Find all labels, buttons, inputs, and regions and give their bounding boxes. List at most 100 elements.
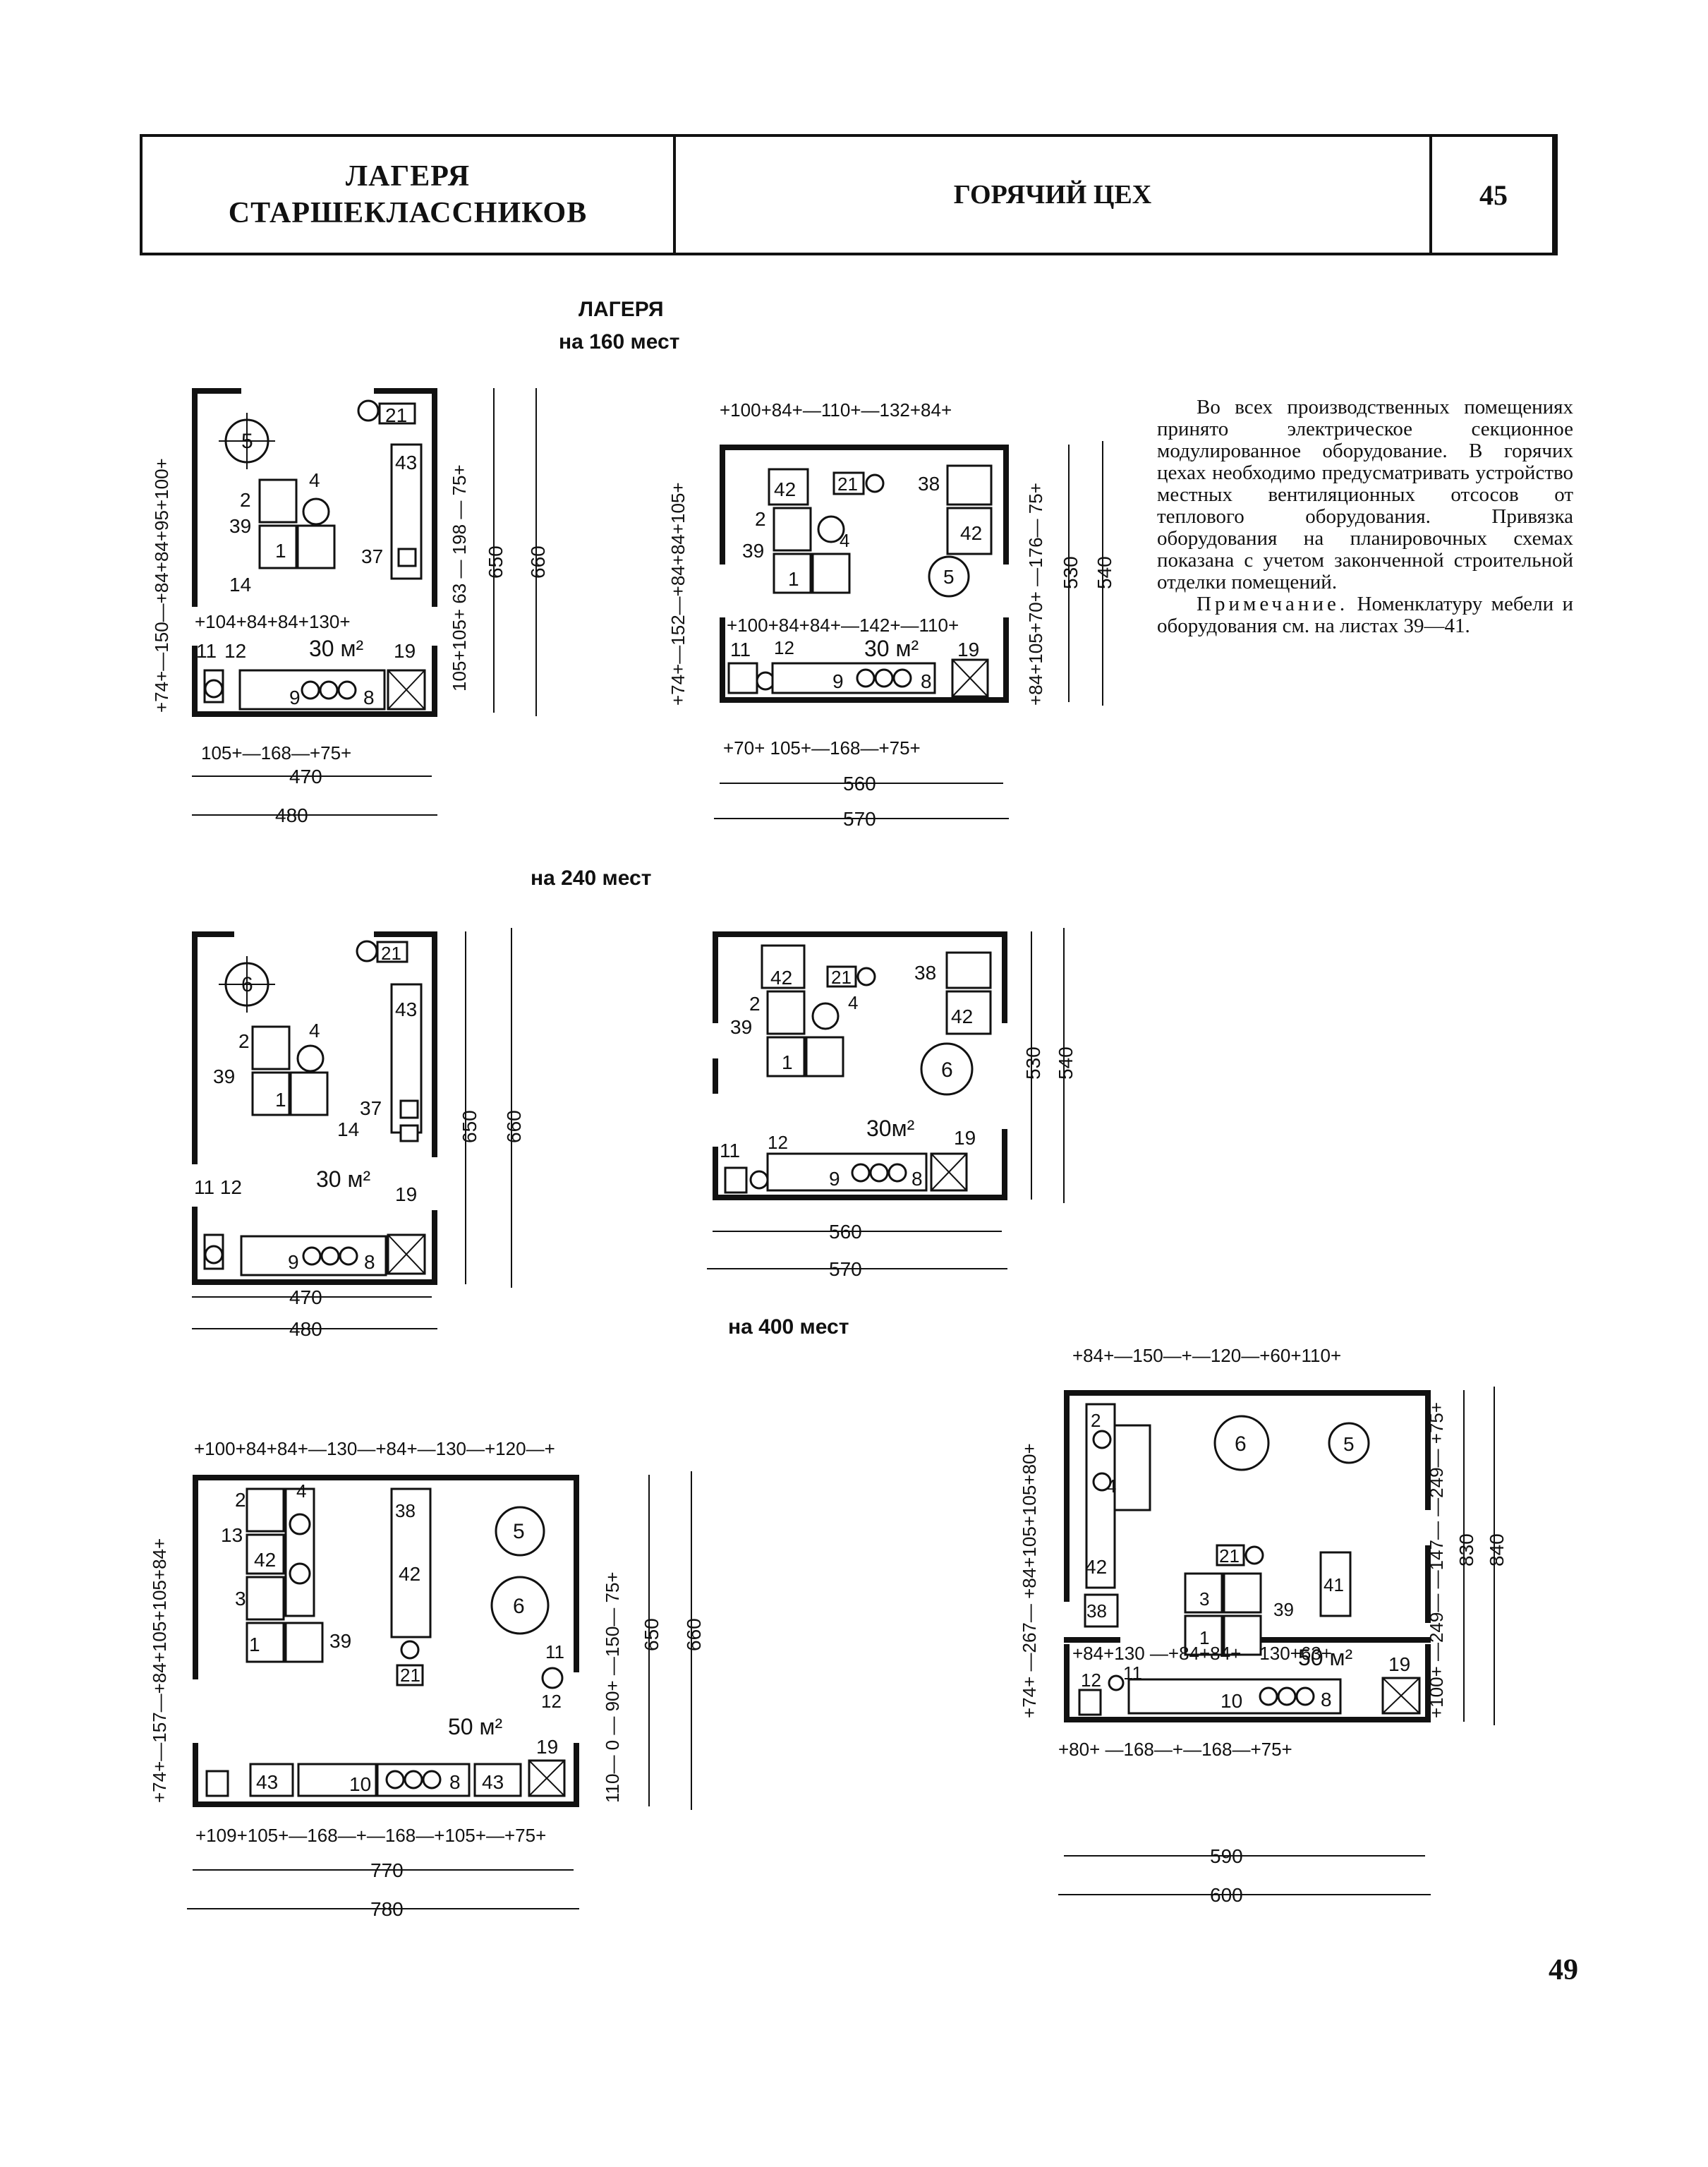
section-160-label: на 160 мест (559, 330, 680, 354)
plan3-label-4: 4 (309, 1020, 320, 1042)
plan-160-b: 42 21 38 42 2 4 39 1 5 11 12 9 8 19 30 м… (667, 399, 1115, 830)
plan3-label-2: 2 (238, 1030, 250, 1052)
plan5-label-42a: 42 (254, 1549, 276, 1571)
plan2-area: 30 м² (864, 636, 919, 661)
header-series-title: ЛАГЕРЯ СТАРШЕКЛАССНИКОВ (143, 137, 676, 253)
plan3-label-43: 43 (395, 998, 417, 1020)
plan5-width-inner: 770 (370, 1859, 404, 1881)
plan5-label-13: 13 (221, 1524, 243, 1546)
plan2-label-4: 4 (840, 530, 849, 551)
plan1-label-14: 14 (229, 574, 251, 596)
plan4-label-39: 39 (730, 1016, 752, 1038)
plan1-label-5: 5 (241, 430, 253, 453)
plan4-label-19: 19 (954, 1127, 976, 1149)
plan2-label-42b: 42 (960, 522, 982, 544)
plan1-label-9: 9 (289, 687, 301, 708)
plan4-label-9: 9 (829, 1168, 840, 1190)
plan6-label-5: 5 (1343, 1433, 1355, 1455)
plan6-label-10: 10 (1221, 1690, 1242, 1712)
plan4-width-outer: 570 (829, 1258, 862, 1280)
plan-240-a: 6 21 43 37 2 4 39 1 14 11 12 9 8 19 30 м… (192, 928, 525, 1340)
plan5-label-11: 11 (545, 1641, 564, 1662)
plan1-dim-right-col: 105+105+ 63 — 198 — 75+ (449, 464, 470, 692)
plan1-label-43: 43 (395, 452, 417, 473)
plan4-label-42a: 42 (770, 967, 792, 989)
plan2-dim-top-row: +100+84+—110+—132+84+ (720, 399, 952, 421)
plan3-label-14: 14 (337, 1118, 359, 1140)
plan6-width-outer: 600 (1210, 1884, 1243, 1906)
plan6-label-12: 12 (1081, 1670, 1101, 1691)
plan1-dim-mid-row: +104+84+84+130+ (195, 611, 351, 632)
plan4-label-6: 6 (941, 1058, 953, 1082)
note-text: Номенклатуру мебели и оборудования см. н… (1157, 593, 1574, 637)
plan1-label-37: 37 (361, 545, 383, 567)
plan4-height-outer: 540 (1055, 1046, 1077, 1080)
plan2-label-1: 1 (788, 568, 799, 590)
plan3-label-1: 1 (275, 1089, 286, 1111)
plan5-label-12: 12 (541, 1691, 562, 1712)
plan5-label-2: 2 (235, 1489, 246, 1511)
plan3-label-11-12: 11 12 (194, 1176, 242, 1198)
plan1-label-1: 1 (275, 540, 286, 562)
plan4-width-inner: 560 (829, 1221, 862, 1243)
plan6-height-inner: 830 (1455, 1533, 1477, 1567)
plan3-label-19: 19 (395, 1183, 417, 1205)
note-lead: Примечание. (1197, 593, 1349, 615)
plan6-dim-left-col: +74+ —267— +84+105+105+80+ (1019, 1443, 1040, 1718)
plan2-label-38: 38 (918, 473, 940, 495)
plan3-height-outer: 660 (503, 1110, 525, 1143)
plan1-label-4: 4 (309, 469, 320, 491)
page-number: 49 (1549, 1954, 1578, 1986)
plan5-label-19: 19 (536, 1736, 558, 1758)
plan6-label-41: 41 (1324, 1574, 1344, 1595)
plan1-label-39: 39 (229, 515, 251, 537)
plan1-dim-bottom-row: 105+—168—+75+ (201, 742, 351, 763)
header-sheet-number: 45 (1479, 179, 1508, 211)
plan2-label-9: 9 (832, 670, 844, 692)
plan3-width-outer: 480 (289, 1318, 322, 1340)
plan1-label-2: 2 (240, 489, 251, 511)
plan1-area: 30 м² (309, 636, 363, 661)
plan-160-a: 5 21 43 37 2 4 39 1 14 11 12 9 8 19 30 м… (151, 388, 549, 826)
plan1-height-inner: 650 (485, 545, 507, 579)
plan6-dim-top-row: +84+—150—+—120—+60+110+ (1072, 1345, 1341, 1366)
plan2-label-19: 19 (957, 639, 979, 660)
plan2-dim-right-col: +84+105+70+ —176— 75+ (1025, 483, 1046, 706)
plan1-label-21: 21 (385, 404, 407, 426)
plan6-area: 50 м² (1298, 1645, 1352, 1670)
plan6-label-8: 8 (1321, 1689, 1332, 1710)
plan2-width-inner: 560 (843, 773, 876, 795)
plan-240-b: 42 21 38 42 2 4 39 1 6 11 12 9 8 19 30м²… (707, 928, 1077, 1280)
plan1-width-outer: 480 (275, 804, 308, 826)
plan5-label-6: 6 (513, 1595, 525, 1618)
plan2-width-outer: 570 (843, 808, 876, 830)
plan5-area: 50 м² (448, 1714, 502, 1739)
section-240-label: на 240 мест (531, 867, 652, 890)
sheet-header: ЛАГЕРЯ СТАРШЕКЛАССНИКОВ ГОРЯЧИЙ ЦЕХ 45 (140, 134, 1558, 255)
plan3-area: 30 м² (316, 1166, 370, 1192)
plan6-label-6: 6 (1235, 1432, 1247, 1456)
plan2-height-inner: 530 (1060, 556, 1082, 589)
plan1-dim-left-col: +74+—150—+84+84+95+100+ (151, 458, 172, 713)
plan6-label-38: 38 (1086, 1600, 1107, 1622)
plan6-label-2: 2 (1091, 1410, 1101, 1431)
plan2-dim-bottom-row: +70+ 105+—168—+75+ (723, 737, 921, 759)
plan5-label-43b: 43 (482, 1771, 504, 1793)
header-title-line1: ЛАГЕРЯ (345, 160, 471, 193)
plan6-dim-bottom-row: +80+ —168—+—168—+75+ (1058, 1739, 1292, 1760)
plan6-label-1: 1 (1199, 1627, 1209, 1648)
plan5-label-21: 21 (400, 1665, 420, 1686)
plan1-label-19: 19 (394, 640, 416, 662)
plan4-label-12: 12 (768, 1132, 788, 1153)
plan2-height-outer: 540 (1094, 556, 1115, 589)
plan3-label-8: 8 (364, 1251, 375, 1273)
plan3-label-6: 6 (241, 973, 253, 996)
plan6-height-outer: 840 (1486, 1533, 1508, 1567)
plan6-dim-mid-row: +84+130 —+84+84+—130+63+ (1072, 1643, 1332, 1664)
plan5-label-3: 3 (235, 1588, 246, 1610)
plan4-label-42b: 42 (951, 1006, 973, 1027)
plan5-label-4: 4 (296, 1480, 306, 1502)
plan4-label-1: 1 (782, 1051, 793, 1073)
plan1-label-12: 12 (224, 640, 246, 662)
plan1-label-11: 11 (196, 640, 217, 662)
